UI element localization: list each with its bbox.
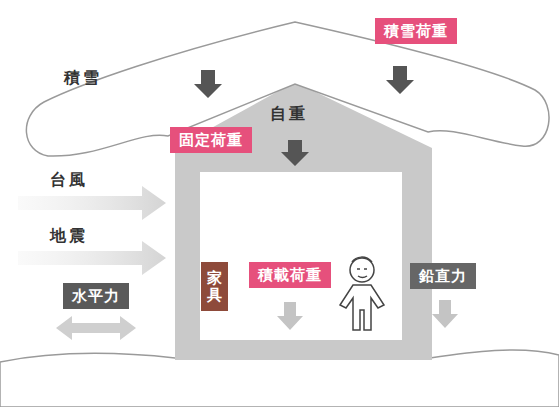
plain-label: 自重 [270, 104, 308, 125]
wind-arrow [18, 186, 166, 220]
plain-label: 積雪 [64, 68, 102, 89]
label-text: 固定荷重 [179, 131, 243, 149]
load-arrow [194, 70, 222, 98]
snow-layer [26, 22, 549, 156]
load-tag: 積載荷重 [249, 262, 331, 288]
load-arrow [277, 302, 303, 330]
label-text: 積載荷重 [258, 266, 322, 284]
label-text: 鉛直力 [419, 267, 467, 285]
label-text: 家具 [207, 270, 222, 303]
label-text: 水平力 [72, 287, 120, 305]
house-interior [200, 172, 402, 340]
label-text: 積雪荷重 [384, 22, 448, 40]
load-arrow [432, 300, 458, 328]
load-arrow [281, 140, 309, 166]
load-arrow [386, 66, 414, 94]
force-tag: 水平力 [63, 283, 129, 309]
force-tag: 鉛直力 [410, 263, 476, 289]
quake-arrow [18, 241, 166, 275]
load-tag: 積雪荷重 [375, 18, 457, 44]
load-tag: 固定荷重 [170, 127, 252, 153]
horizontal-arrow [56, 316, 136, 340]
person-figure [340, 257, 384, 330]
plain-label: 台風 [50, 170, 88, 191]
house-wall [175, 82, 432, 360]
furniture-box: 家具 [201, 262, 228, 311]
plain-label: 地震 [50, 226, 88, 247]
